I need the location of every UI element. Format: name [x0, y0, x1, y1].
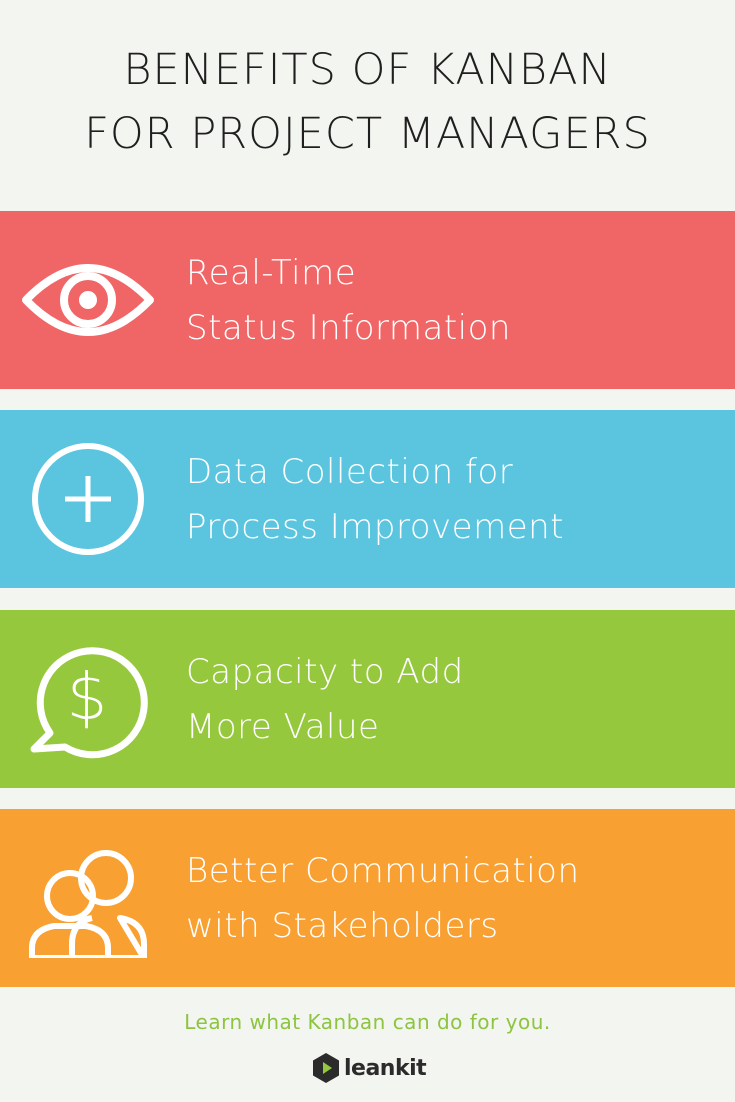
benefit-band-communication: Better Communication with Stakeholders	[0, 809, 735, 987]
benefit-line-2: Process Improvement	[186, 507, 565, 547]
eye-icon	[20, 240, 156, 360]
benefit-text: Better Communication with Stakeholders	[186, 844, 580, 954]
page-title: BENEFITS OF KANBAN FOR PROJECT MANAGERS	[0, 38, 735, 166]
plus-circle-icon	[20, 439, 156, 559]
leankit-logo[interactable]: leankit	[312, 1052, 427, 1084]
title-line-2: FOR PROJECT MANAGERS	[84, 109, 651, 159]
benefit-line-1: Better Communication	[186, 851, 580, 891]
benefit-line-1: Real-Time	[186, 253, 357, 293]
svg-text:$: $	[67, 661, 108, 735]
people-icon	[20, 838, 156, 958]
benefit-line-2: Status Information	[186, 308, 511, 348]
benefit-band-data-collection: Data Collection for Process Improvement	[0, 410, 735, 588]
logo-wordmark: leankit	[344, 1055, 427, 1081]
benefit-line-1: Capacity to Add	[186, 652, 464, 692]
benefit-text: Real-Time Status Information	[186, 246, 511, 356]
benefit-line-2: More Value	[186, 707, 380, 747]
benefit-text: Data Collection for Process Improvement	[186, 445, 564, 555]
title-line-1: BENEFITS OF KANBAN	[123, 45, 612, 95]
dollar-speech-bubble-icon: $	[20, 639, 156, 759]
benefit-band-real-time: Real-Time Status Information	[0, 211, 735, 389]
benefit-line-2: with Stakeholders	[186, 906, 499, 946]
benefit-text: Capacity to Add More Value	[186, 645, 464, 755]
leankit-hexagon-icon	[313, 1053, 339, 1083]
benefit-line-1: Data Collection for	[186, 452, 514, 492]
footer-tagline-link[interactable]: Learn what Kanban can do for you.	[184, 1010, 551, 1034]
benefit-band-capacity: $ Capacity to Add More Value	[0, 610, 735, 788]
